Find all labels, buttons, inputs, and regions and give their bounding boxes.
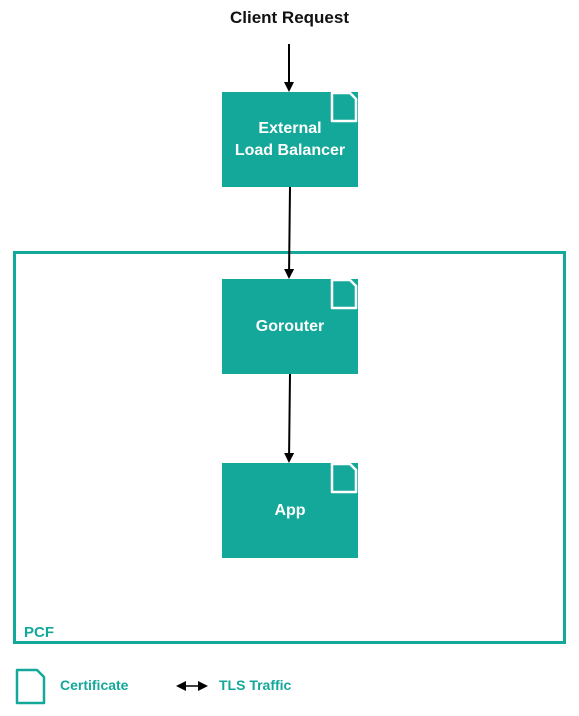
external-load-balancer-node: External Load Balancer [222,92,358,187]
certificate-icon [330,278,358,310]
certificate-icon [15,668,46,705]
legend-tls-traffic-label: TLS Traffic [219,677,292,693]
legend-certificate-label: Certificate [60,677,129,693]
gorouter-label: Gorouter [255,317,325,335]
arrow-gorouter-to-app [284,373,295,463]
pcf-label: PCF [24,624,54,641]
external-load-balancer-label: External Load Balancer [234,119,346,159]
certificate-icon [330,91,358,123]
client-request-label: Client Request [229,8,350,27]
arrow-lb-to-gorouter [284,186,295,279]
certificate-icon [330,462,358,494]
app-label: App [274,501,306,519]
